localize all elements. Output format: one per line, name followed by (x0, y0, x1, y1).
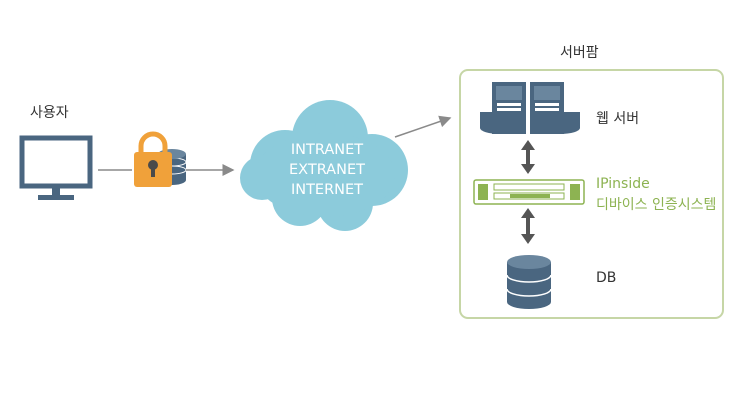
cloud-label: INTRANET EXTRANET INTERNET (262, 140, 392, 200)
auth-appliance-icon (473, 179, 585, 205)
web-server-label: 웹 서버 (596, 111, 640, 127)
cloud-shape (240, 100, 408, 231)
web-server-icon (480, 82, 580, 134)
cloud-line-intranet: INTRANET (290, 142, 364, 158)
server-farm-label: 서버팜 (560, 45, 599, 61)
db-label: DB (596, 270, 617, 286)
server-farm-frame (459, 69, 724, 319)
lock-icon (134, 131, 172, 187)
connector-cloud-server (394, 115, 452, 138)
double-arrow-icon (521, 208, 535, 244)
user-label: 사용자 (30, 105, 69, 121)
auth-system-desc: 디바이스 인증시스템 (596, 197, 717, 213)
cloud-line-internet: INTERNET (290, 182, 364, 198)
double-arrow-icon (521, 140, 535, 174)
database-icon (506, 255, 552, 309)
cloud-line-extranet: EXTRANET (289, 162, 365, 178)
auth-system-name: IPinside (596, 176, 650, 192)
monitor-icon (19, 135, 93, 200)
